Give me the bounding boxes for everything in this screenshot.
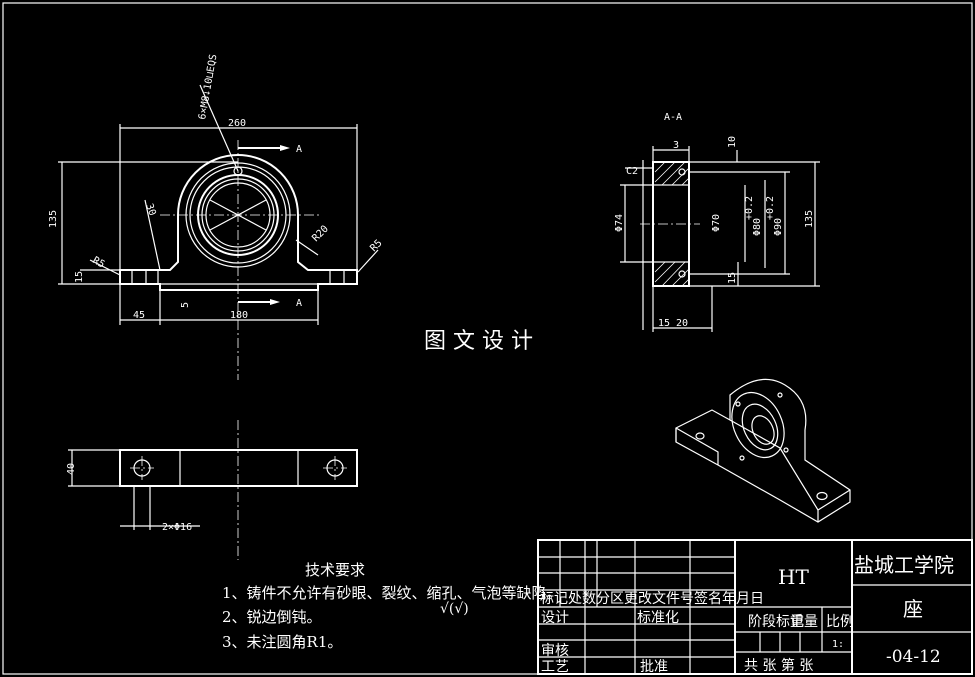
dim-r5-right: R5 [368, 238, 384, 254]
scale-value: 1: [832, 639, 844, 650]
dim-phi80: Φ80 [752, 218, 763, 236]
dim-side-15b: 15 [658, 318, 670, 329]
dim-5: 5 [180, 302, 191, 308]
dim-tol90: +0.2 [765, 196, 776, 220]
review-label: 审核 [541, 643, 569, 659]
front-view [58, 84, 379, 380]
dim-r20: R20 [310, 224, 331, 245]
watermark-text: 图 文 设 计 [424, 329, 533, 354]
dim-260: 260 [228, 118, 246, 129]
dim-side-3: 3 [673, 140, 679, 151]
weight-label: 重量 [790, 614, 818, 630]
dim-phi70: Φ70 [711, 214, 722, 232]
dim-side-15: 15 [727, 272, 738, 284]
cut-label-bottom: A [296, 298, 302, 309]
section-label: A-A [664, 112, 682, 123]
process-label: 工艺 [541, 659, 569, 675]
dim-phi74: Φ74 [614, 214, 625, 232]
tech-item-2: 2、锐边倒钝。 [222, 608, 322, 626]
dim-45: 45 [133, 310, 145, 321]
dim-15: 15 [74, 271, 85, 283]
dim-tol80: +0.2 [744, 196, 755, 220]
dim-phi90: Φ90 [773, 218, 784, 236]
dim-side-20: 20 [676, 318, 688, 329]
dim-30: 30 [143, 202, 157, 217]
tech-title: 技术要求 [305, 561, 365, 579]
standard-label: 标准化 [637, 610, 679, 626]
part-name: 座 [903, 597, 923, 621]
cut-label-top: A [296, 144, 302, 155]
design-label: 设计 [541, 610, 569, 626]
approve-label: 批准 [640, 659, 668, 675]
dim-side-10: 10 [727, 136, 738, 148]
sheets-label: 共 张 第 张 [744, 657, 813, 674]
revision-row: 标记处数分区更改文件号签名年月日 [540, 590, 764, 607]
dim-height-135: 135 [48, 210, 59, 228]
section-view [620, 146, 820, 332]
dim-plan-holes: 2×Φ16 [162, 522, 192, 533]
plan-view [68, 420, 358, 560]
isometric-view [675, 378, 851, 523]
stage-label: 阶段标记 [748, 614, 804, 630]
school-name: 盐城工学院 [854, 553, 954, 577]
material-text: HT [778, 565, 809, 589]
dim-r5-left: R5 [91, 255, 107, 271]
dim-180: 180 [230, 310, 248, 321]
roughness-symbol: √(√) [440, 601, 469, 617]
dim-c2: C2 [626, 166, 638, 177]
scale-label: 比例 [826, 614, 854, 630]
tech-item-1: 1、铸件不允许有砂眼、裂纹、缩孔、气泡等缺陷。 [222, 584, 562, 602]
dim-plan-40: 40 [66, 463, 77, 475]
drawing-number: -04-12 [886, 647, 941, 667]
dim-side-135: 135 [804, 210, 815, 228]
title-block [537, 539, 973, 675]
tech-item-3: 3、未注圆角R1。 [222, 633, 342, 651]
